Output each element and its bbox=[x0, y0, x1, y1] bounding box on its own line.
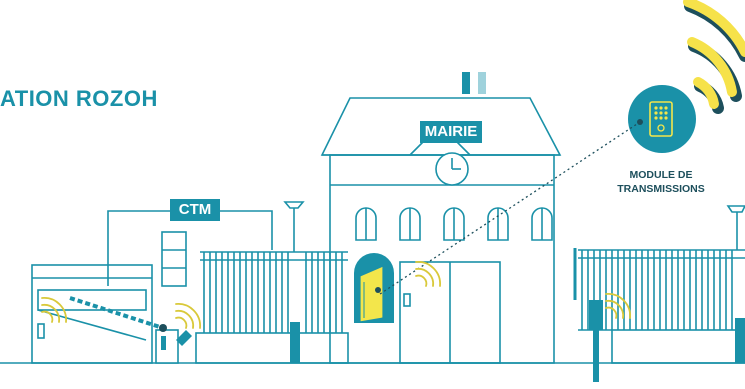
wifi-waves-icon bbox=[416, 262, 440, 286]
module-label-line1: MODULE DE bbox=[606, 168, 716, 182]
barrier-gate-icon bbox=[70, 298, 192, 363]
fence-left bbox=[200, 252, 348, 333]
lamp-post-right bbox=[728, 206, 745, 250]
keypad-module-icon bbox=[628, 85, 696, 153]
clock-icon bbox=[436, 153, 468, 185]
module-label-line2: TRANSMISSIONS bbox=[606, 182, 716, 196]
module-label: MODULE DE TRANSMISSIONS bbox=[606, 168, 716, 196]
wifi-waves-icon bbox=[176, 304, 200, 328]
flag-icon bbox=[462, 72, 486, 94]
lamp-post-left bbox=[285, 202, 303, 252]
ctm-label: CTM bbox=[170, 199, 220, 221]
door-icon bbox=[354, 253, 394, 323]
ctm-building bbox=[108, 211, 272, 286]
page-title: ATION ROZOH bbox=[0, 86, 158, 112]
mairie-label: MAIRIE bbox=[420, 121, 482, 143]
fence-base-left bbox=[196, 333, 348, 363]
fence-base-right bbox=[612, 330, 745, 363]
